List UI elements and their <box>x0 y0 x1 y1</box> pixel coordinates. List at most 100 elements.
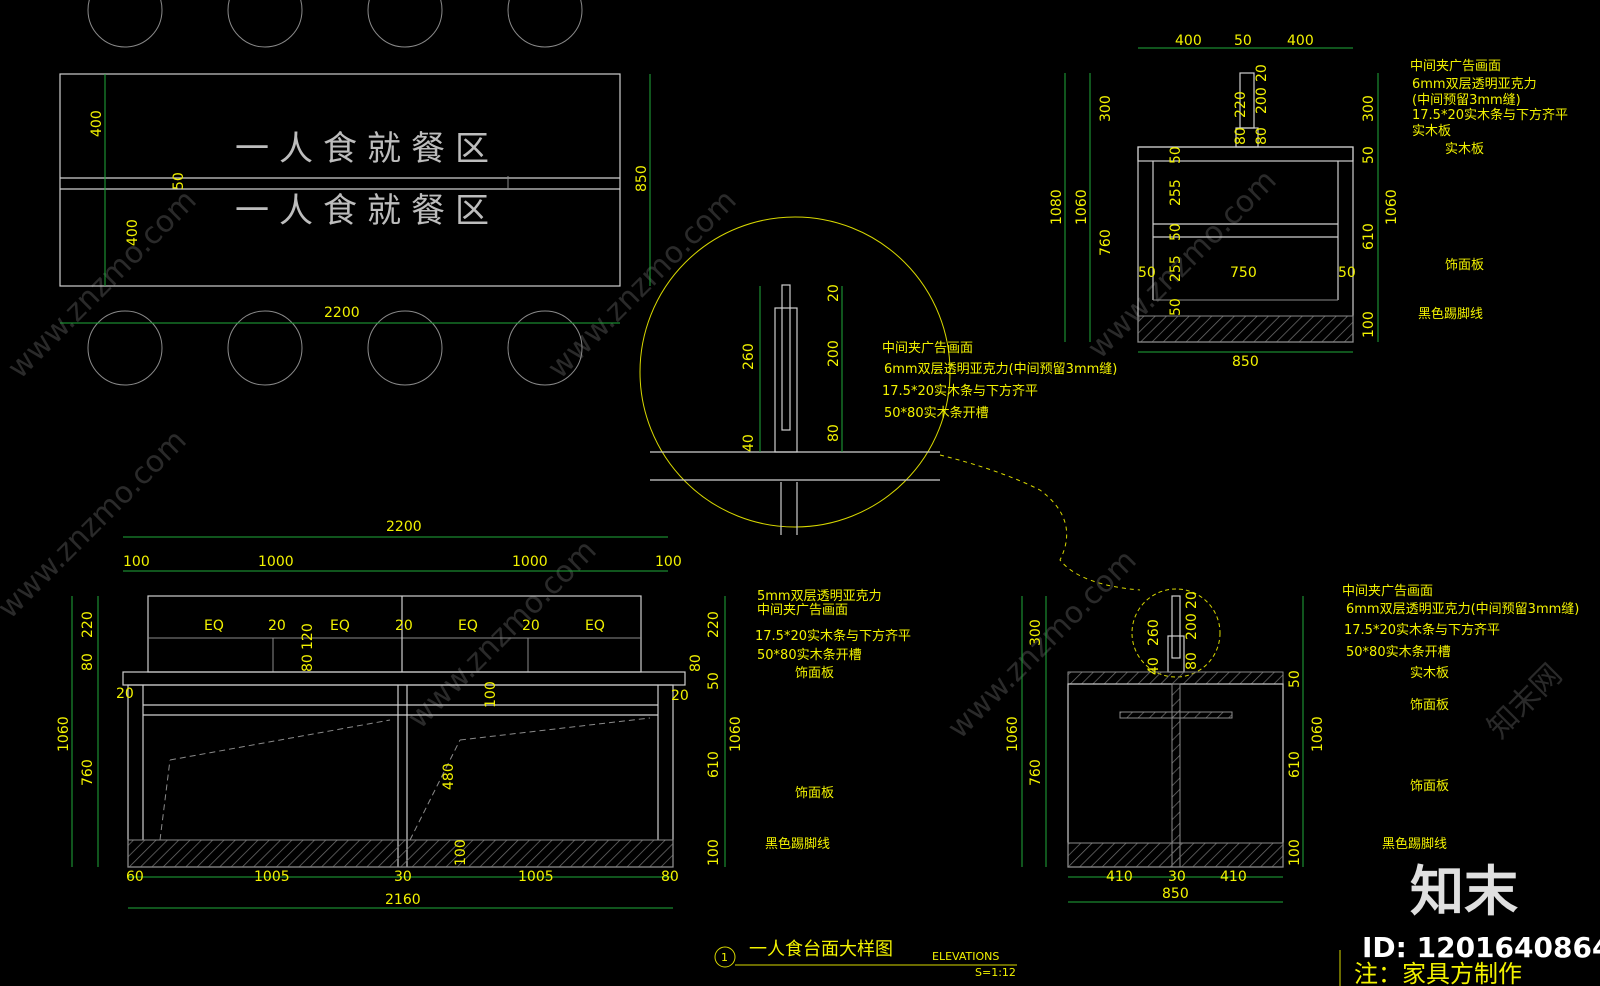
front-elevation: 2200 100 1000 1000 100 EQ EQ EQ EQ 20 20… <box>56 519 911 909</box>
dim-610: 610 <box>1287 751 1303 778</box>
dim-200: 200 <box>1184 613 1200 640</box>
dim-20: 20 <box>522 618 540 634</box>
front-label: 饰面板 <box>795 666 834 681</box>
side-label: 黑色踢脚线 <box>1418 306 1483 322</box>
dim-1005: 1005 <box>518 869 554 885</box>
dim-20: 20 <box>826 284 842 302</box>
dim-20: 20 <box>1254 64 1270 82</box>
side-label: 17.5*20实木条与下方齐平 <box>1344 622 1500 638</box>
side-label: 黑色踢脚线 <box>1382 836 1447 852</box>
dim-100: 100 <box>655 554 682 570</box>
front-label: 17.5*20实木条与下方齐平 <box>755 628 911 644</box>
side-label: 中间夹广告画面 <box>1342 584 1433 599</box>
dim-750: 750 <box>1230 265 1257 281</box>
dim-410: 410 <box>1220 869 1247 885</box>
table-top <box>122 671 686 686</box>
dim-20: 20 <box>1184 591 1200 609</box>
dim-50: 50 <box>1168 146 1184 164</box>
side-label: 实木板 <box>1412 124 1451 139</box>
dim-80: 80 <box>300 654 316 672</box>
dim-1005: 1005 <box>254 869 290 885</box>
dim-20: 20 <box>116 686 134 702</box>
title-number-circle <box>714 946 736 968</box>
acrylic-panel <box>1171 595 1181 659</box>
dim-610: 610 <box>706 751 722 778</box>
plan-view: 一人食就餐区 一人食就餐区 400 50 400 850 2200 <box>59 0 651 386</box>
stool-circle <box>507 0 583 48</box>
dim-400: 400 <box>1175 33 1202 49</box>
title-number: 1 <box>721 951 728 964</box>
dim-100: 100 <box>1361 311 1377 338</box>
dim-bot-h: 400 <box>125 219 141 246</box>
black-skirting <box>1137 315 1354 343</box>
front-label: 50*80实木条开槽 <box>757 647 862 663</box>
dim-80: 80 <box>80 653 96 671</box>
dim-50: 50 <box>706 672 722 690</box>
black-skirting <box>1067 842 1284 868</box>
watermark: www.znzmo.com <box>541 183 744 386</box>
dim-220: 220 <box>1233 91 1249 118</box>
dim-width: 2200 <box>324 305 360 321</box>
dim-760: 760 <box>1028 759 1044 786</box>
title-block: 1 一人食台面大样图 ELEVATIONS S=1:12 <box>714 939 1017 979</box>
dim-610: 610 <box>1361 223 1377 250</box>
detail-circle: 260 40 20 200 80 中间夹广告画面 6mm双层透明亚克力(中间预留… <box>639 216 1141 591</box>
dim-30: 30 <box>1168 869 1186 885</box>
dim-100: 100 <box>453 839 469 866</box>
dim-20: 20 <box>268 618 286 634</box>
black-skirting <box>127 839 674 868</box>
note-text: 注：家具方制作 <box>1354 960 1522 986</box>
dim-50: 50 <box>1138 265 1156 281</box>
detail-label: 6mm双层透明亚克力(中间预留3mm缝) <box>884 362 1117 377</box>
dim-80: 80 <box>826 424 842 442</box>
dim-2200: 2200 <box>386 519 422 535</box>
dim-50: 50 <box>1168 223 1184 241</box>
dim-eq: EQ <box>458 618 478 634</box>
id-text: ID: 1201640864 <box>1362 931 1600 964</box>
dim-1060: 1060 <box>1005 716 1021 752</box>
dim-50: 50 <box>1287 670 1303 688</box>
dim-480: 480 <box>441 763 457 790</box>
dim-80: 80 <box>688 654 704 672</box>
dim-100: 100 <box>1287 839 1303 866</box>
front-label: 中间夹广告画面 <box>757 603 848 618</box>
side-label: (中间预留3mm缝) <box>1412 93 1521 108</box>
stool-circle <box>227 0 303 48</box>
wood-top <box>1067 671 1284 685</box>
dim-1060: 1060 <box>1384 189 1400 225</box>
dim-220: 220 <box>80 611 96 638</box>
dim-1060: 1060 <box>1310 716 1326 752</box>
dim-mid-h: 50 <box>171 172 187 190</box>
drawing-subtitle: ELEVATIONS <box>932 950 999 963</box>
dim-50: 50 <box>1338 265 1356 281</box>
stool-circle <box>507 310 583 386</box>
dim-1060: 1060 <box>728 716 744 752</box>
watermark: www.znzmo.com <box>1 183 204 386</box>
dim-1080: 1080 <box>1049 189 1065 225</box>
dim-1000: 1000 <box>512 554 548 570</box>
stool-circle <box>367 310 443 386</box>
dim-80: 80 <box>1254 127 1270 145</box>
sign-text-top: 一人食就餐区 <box>235 129 499 169</box>
dim-100: 100 <box>123 554 150 570</box>
wood-post <box>1167 635 1185 673</box>
dim-total-h: 850 <box>634 165 650 192</box>
front-label: 饰面板 <box>795 786 834 801</box>
detail-callout <box>1131 588 1221 678</box>
side-label: 6mm双层透明亚克力 <box>1412 77 1537 92</box>
dim-50: 50 <box>1361 146 1377 164</box>
stool-circle <box>367 0 443 48</box>
side-label: 6mm双层透明亚克力(中间预留3mm缝) <box>1346 602 1579 617</box>
front-label: 5mm双层透明亚克力 <box>757 589 882 604</box>
dim-255: 255 <box>1168 255 1184 282</box>
stool-circle <box>227 310 303 386</box>
brand-logo: 知末 <box>1410 860 1518 923</box>
front-label: 黑色踢脚线 <box>765 836 830 852</box>
dim-50: 50 <box>1234 33 1252 49</box>
dim-80: 80 <box>1233 127 1249 145</box>
center-leg <box>1171 683 1181 868</box>
side-label: 实木板 <box>1410 666 1449 681</box>
dim-300: 300 <box>1098 95 1114 122</box>
dim-eq: EQ <box>330 618 350 634</box>
